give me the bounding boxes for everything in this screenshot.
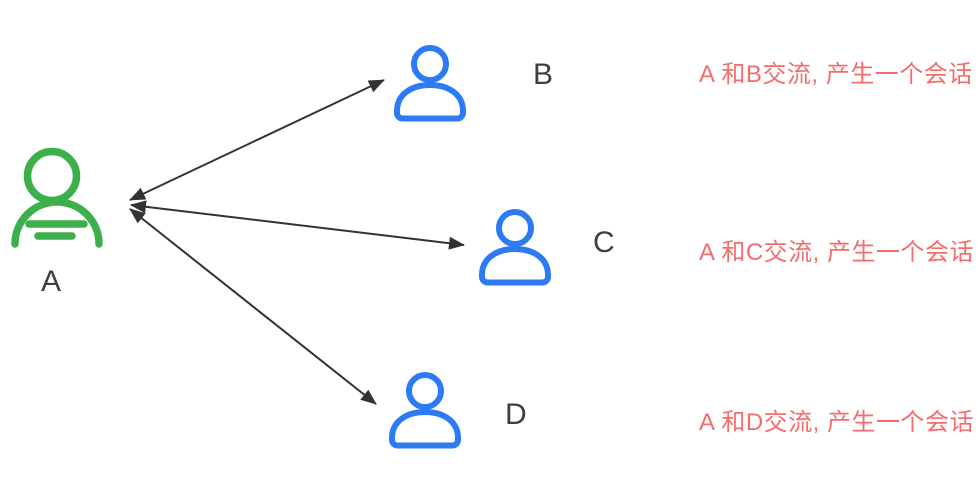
node-label-c: C [593, 226, 615, 259]
person-icon [394, 45, 466, 122]
node-label-b: B [533, 58, 554, 91]
person-icon [11, 147, 103, 248]
person-icon-strokes [394, 45, 466, 122]
node-label-d: D [505, 398, 527, 431]
arrow-a-c [130, 200, 465, 250]
arrow-a-b [129, 79, 385, 201]
annotation-session-ac: A 和C交流, 产生一个会话 [699, 239, 975, 266]
annotation-session-ad: A 和D交流, 产生一个会话 [699, 409, 975, 436]
arrow-a-d [129, 208, 377, 405]
node-label-a: A [41, 265, 62, 298]
person-icon-strokes [11, 147, 103, 248]
person-icon-strokes [479, 209, 551, 286]
person-icon [389, 372, 461, 449]
annotation-session-ab: A 和B交流, 产生一个会话 [699, 61, 973, 88]
person-icon [479, 209, 551, 286]
person-icon-strokes [389, 372, 461, 449]
